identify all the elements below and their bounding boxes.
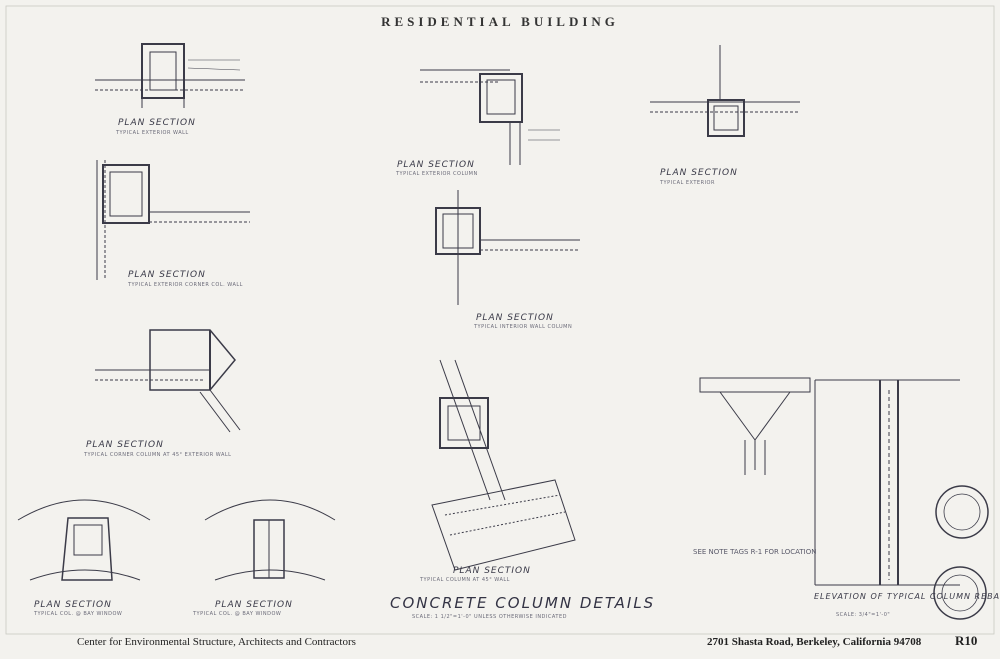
- detail-4-label: PLAN SECTION: [128, 270, 206, 280]
- detail-1-linework: [95, 43, 245, 108]
- detail-9-linework: [814, 379, 960, 586]
- detail-6-linework: [95, 329, 241, 433]
- detail-2-label: PLAN SECTION: [397, 160, 475, 170]
- detail-11-sub: TYPICAL COL. @ BAY WINDOW: [193, 611, 282, 617]
- detail-8-linework: [699, 377, 811, 475]
- main-caption-scale: SCALE: 1 1/2"=1'-0" UNLESS OTHERWISE IND…: [412, 614, 567, 620]
- detail-4-linework: [96, 160, 250, 280]
- detail-1-label: PLAN SECTION: [118, 118, 196, 128]
- detail-10-linework: [17, 499, 151, 581]
- detail-7-label: PLAN SECTION: [453, 566, 531, 576]
- detail-6-sub: TYPICAL CORNER COLUMN AT 45° EXTERIOR WA…: [84, 452, 232, 458]
- detail-5-label: PLAN SECTION: [476, 313, 554, 323]
- main-caption: CONCRETE COLUMN DETAILS: [390, 594, 656, 612]
- detail-5-sub: TYPICAL INTERIOR WALL COLUMN: [474, 324, 573, 330]
- detail-1-sub: TYPICAL EXTERIOR WALL: [116, 130, 189, 136]
- detail-10-sub: TYPICAL COL. @ BAY WINDOW: [34, 611, 123, 617]
- detail-6-label: PLAN SECTION: [86, 440, 164, 450]
- detail-2-sub: TYPICAL EXTERIOR COLUMN: [396, 171, 478, 177]
- sheet-title: RESIDENTIAL BUILDING: [381, 14, 619, 29]
- detail-7-sub: TYPICAL COLUMN AT 45° WALL: [420, 577, 510, 583]
- detail-3-label: PLAN SECTION: [660, 168, 738, 178]
- detail-7-linework: [431, 359, 576, 571]
- elevation-caption: ELEVATION OF TYPICAL COLUMN REBAR DETAIL…: [814, 592, 1000, 601]
- detail-10-label: PLAN SECTION: [34, 600, 112, 610]
- detail-5-linework: [435, 190, 580, 305]
- detail-11-label: PLAN SECTION: [215, 600, 293, 610]
- rebar-note: SEE NOTE TAGS R-1 FOR LOCATION: [693, 548, 817, 556]
- footer-address: 2701 Shasta Road, Berkeley, California 9…: [707, 636, 922, 648]
- elevation-scale: SCALE: 3/4"=1'-0": [836, 612, 891, 618]
- detail-4-sub: TYPICAL EXTERIOR CORNER COL. WALL: [128, 282, 243, 288]
- sheet-number: R10: [955, 633, 978, 648]
- detail-3-sub: TYPICAL EXTERIOR: [660, 180, 715, 186]
- detail-2-linework: [420, 69, 560, 165]
- footer-firm: Center for Environmental Structure, Arch…: [77, 636, 356, 648]
- detail-3-linework: [650, 45, 800, 137]
- detail-11-linework: [204, 499, 336, 581]
